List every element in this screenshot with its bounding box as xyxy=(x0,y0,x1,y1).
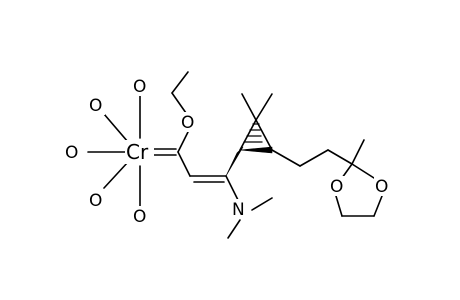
bond-ch2-ketal xyxy=(327,149,353,165)
bond-cr-co-lower-left xyxy=(103,161,129,189)
wedge-bond-ring-chain xyxy=(239,146,273,154)
bond-ring-top-right xyxy=(255,119,273,151)
hashed-bond-left xyxy=(243,123,263,143)
bond-o-right-ch2 xyxy=(373,195,383,217)
bond-c-n xyxy=(225,175,239,201)
atom-o-dioxolane-right: O xyxy=(375,177,388,197)
bond-o-left-ch2 xyxy=(335,195,343,217)
atom-o-co-upper-left: O xyxy=(89,96,102,116)
atom-cr: Cr xyxy=(126,140,149,164)
bond-ch2-ch2 xyxy=(299,149,329,167)
bond-carbene-vinyl xyxy=(177,151,191,177)
atom-o-co-bottom: O xyxy=(133,207,146,227)
bond-n-me-down xyxy=(227,219,241,239)
bond-ring-ch2 xyxy=(271,149,301,167)
atom-o-co-left: O xyxy=(65,143,78,163)
atom-o-ethoxy: O xyxy=(181,113,194,133)
bond-ketal-o-right xyxy=(351,163,375,179)
atom-label-layer: O O O O O Cr O N O O xyxy=(64,76,391,227)
bond-layer xyxy=(87,71,383,239)
bond-cr-co-upper-left xyxy=(103,113,129,143)
bond-carbene-o xyxy=(177,131,189,153)
bond-ring-left-top xyxy=(239,119,257,151)
atom-o-co-top: O xyxy=(133,77,146,97)
bond-ketal-o-left xyxy=(341,163,353,179)
bond-ketal-me xyxy=(351,139,365,165)
bond-o-ch2 xyxy=(171,92,187,114)
bond-n-me-right xyxy=(251,197,273,211)
wedge-bond-ring-vinyl xyxy=(225,146,244,177)
bond-gem-me-right xyxy=(255,93,273,121)
atom-n: N xyxy=(232,200,245,220)
bond-gem-me-left xyxy=(241,93,257,121)
bond-ch2-ch3 xyxy=(171,71,189,94)
atom-o-co-lower-left: O xyxy=(89,191,102,211)
stereo-bond-layer xyxy=(225,123,273,177)
atom-o-dioxolane-left: O xyxy=(330,177,343,197)
